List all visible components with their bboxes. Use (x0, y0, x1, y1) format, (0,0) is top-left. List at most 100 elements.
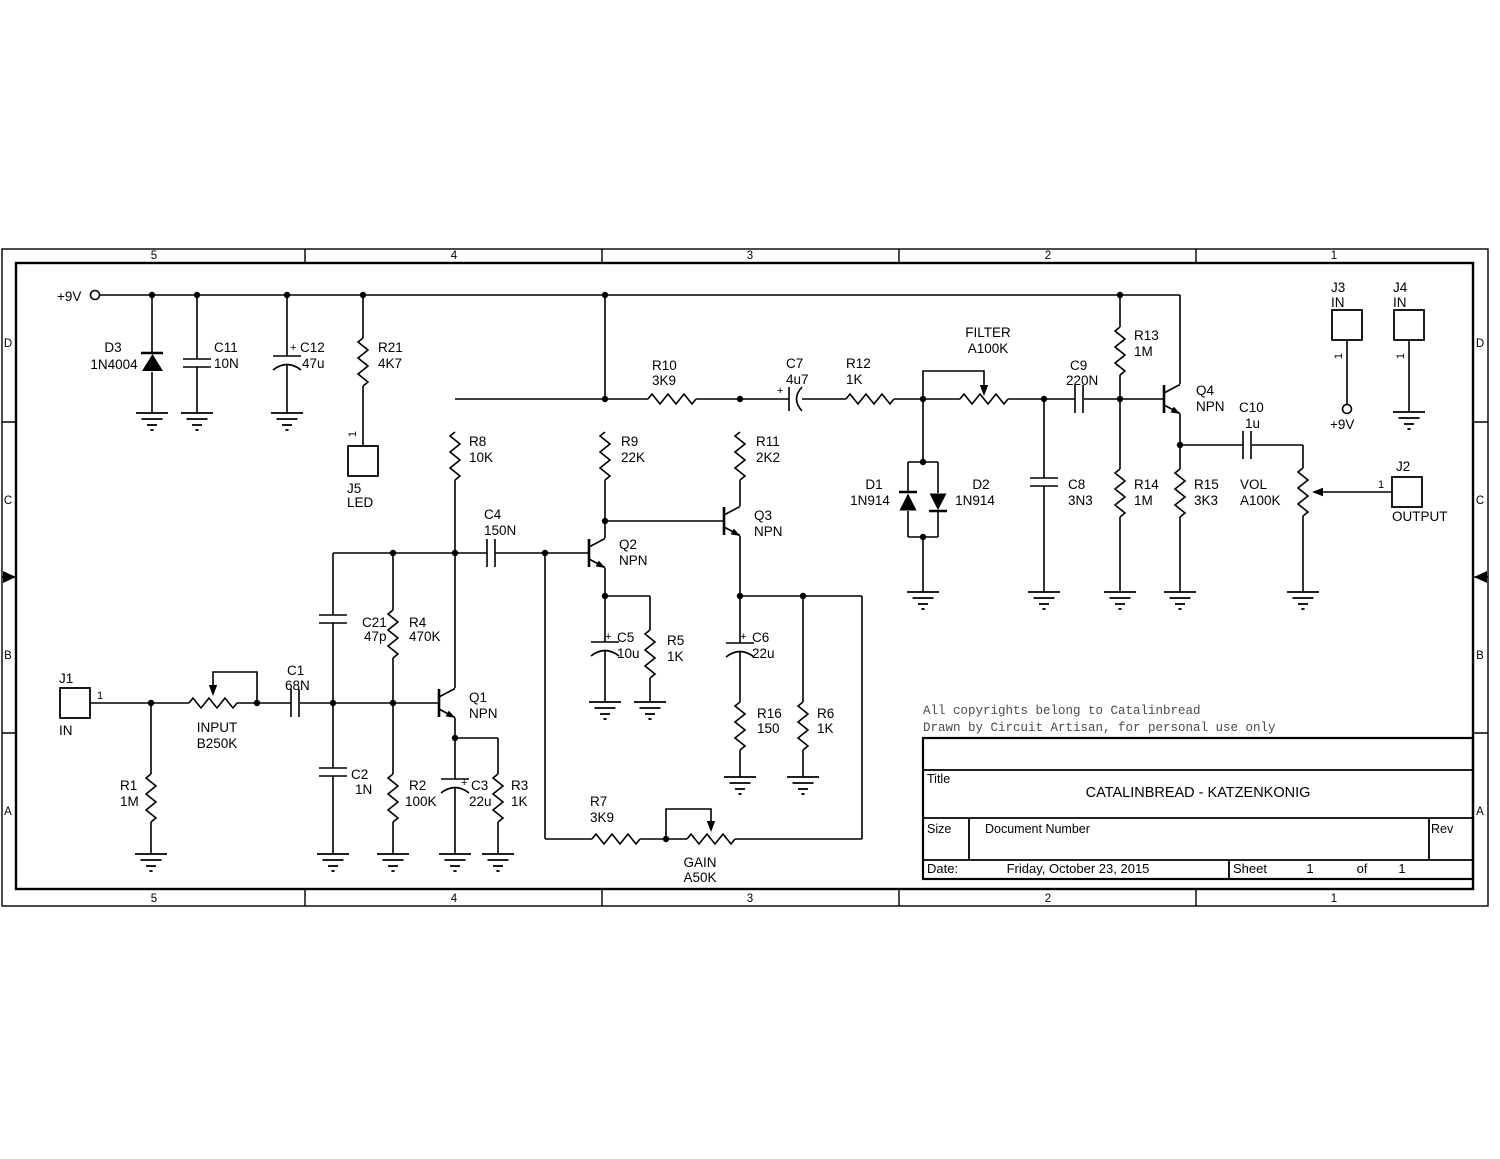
q3-value: NPN (754, 524, 783, 539)
gain-value: A50K (683, 870, 716, 885)
j2-value: OUTPUT (1392, 509, 1448, 524)
r15-ref: R15 (1194, 477, 1219, 492)
capacitor-c4: C4 150N (484, 507, 516, 567)
row-label-right-d: D (1476, 338, 1484, 350)
j2-pin: 1 (1378, 479, 1384, 491)
q1-ref: Q1 (469, 690, 487, 705)
c8-ref: C8 (1068, 477, 1085, 492)
d2-value: 1N914 (955, 493, 995, 508)
transistor-q2: Q2 NPN (587, 537, 648, 570)
capacitor-c1: C1 68N (285, 663, 310, 717)
c1-value: 68N (285, 678, 310, 693)
jack-j2-output: 1 J2 OUTPUT (1378, 459, 1448, 524)
c9-ref: C9 (1070, 358, 1087, 373)
transistor-q3: Q3 NPN (722, 505, 783, 539)
col-label-top-1: 1 (1331, 250, 1337, 262)
r4-ref: R4 (409, 615, 427, 630)
r9-value: 22K (621, 450, 645, 465)
j1-value: IN (59, 723, 73, 738)
r11-value: 2K2 (756, 450, 780, 465)
copyright-notes: All copyrights belong to Catalinbread Dr… (923, 704, 1276, 735)
row-label-right-c: C (1476, 495, 1484, 507)
c3-polarity: + (461, 777, 467, 789)
j4-value: IN (1393, 295, 1407, 310)
j3-9v-terminal-icon (1341, 403, 1353, 415)
c7-ref: C7 (786, 356, 803, 371)
q1-value: NPN (469, 706, 498, 721)
q2-ref: Q2 (619, 537, 637, 552)
resistor-r12: R12 1K (845, 356, 895, 405)
r21-ref: R21 (378, 340, 403, 355)
j3-ref: J3 (1331, 280, 1345, 295)
q4-value: NPN (1196, 399, 1225, 414)
transistor-q1: Q1 NPN (437, 687, 498, 721)
resistor-r9: R9 22K (599, 431, 645, 481)
c12-polarity: + (290, 342, 296, 354)
c11-ref: C11 (214, 340, 238, 355)
c6-polarity: + (740, 631, 746, 643)
filter-ref: FILTER (965, 325, 1011, 340)
r6-ref: R6 (817, 706, 834, 721)
resistor-r11: R11 2K2 (734, 431, 780, 481)
r10-ref: R10 (652, 358, 677, 373)
c21-ref: C21 (362, 615, 387, 630)
r12-ref: R12 (846, 356, 871, 371)
j4-ref: J4 (1393, 280, 1408, 295)
titleblock-title-label: Title (927, 772, 950, 786)
capacitor-c21: C21 47p (319, 614, 387, 644)
capacitor-c12: + C12 47u (272, 340, 325, 371)
c4-ref: C4 (484, 507, 502, 522)
c10-ref: C10 (1239, 400, 1264, 415)
col-label-top-5: 5 (151, 250, 157, 262)
r3-ref: R3 (511, 778, 528, 793)
power-terminal-9v: +9V (57, 289, 101, 304)
row-label-right-b: B (1476, 650, 1484, 662)
diode-d3: D3 1N4004 (90, 340, 163, 372)
junction-dots (147, 291, 1184, 843)
titleblock-sheet-total: 1 (1398, 861, 1405, 876)
resistor-r5: R5 1K (644, 629, 684, 679)
r8-value: 10K (469, 450, 493, 465)
c5-value: 10u (617, 646, 640, 661)
c7-polarity: + (777, 385, 783, 397)
c12-ref: C12 (300, 340, 325, 355)
capacitor-c3: + C3 22u (440, 777, 492, 809)
c6-value: 22u (752, 646, 775, 661)
j3-9v-label: +9V (1330, 417, 1354, 432)
resistor-r14: R14 1M (1114, 468, 1159, 518)
jack-j5-led: 1 J5 LED (347, 431, 379, 510)
j5-pin: 1 (347, 431, 359, 437)
drawing-frame: 5 4 3 2 1 5 4 3 2 1 D C B A D C B A (1, 248, 1489, 907)
potentiometer-input: INPUT B250K (188, 671, 258, 751)
r10-value: 3K9 (652, 373, 676, 388)
resistor-r1: R1 1M (120, 773, 157, 823)
c11-value: 10N (214, 356, 239, 371)
j4-pin: 1 (1395, 353, 1407, 359)
wires (90, 294, 1410, 854)
d2-ref: D2 (972, 477, 989, 492)
col-label-bot-2: 2 (1045, 893, 1051, 905)
title-block: Title CATALINBREAD - KATZENKONIG Size Do… (921, 736, 1475, 881)
j3-pin: 1 (1333, 353, 1345, 359)
resistor-r8: R8 10K (449, 431, 493, 481)
r16-ref: R16 (757, 706, 782, 721)
c8-value: 3N3 (1068, 493, 1093, 508)
r7-ref: R7 (590, 794, 607, 809)
titleblock-title: CATALINBREAD - KATZENKONIG (1086, 785, 1311, 801)
c12-value: 47u (302, 356, 325, 371)
j1-ref: J1 (59, 671, 73, 686)
r3-value: 1K (511, 794, 528, 809)
c4-value: 150N (484, 523, 516, 538)
rail-9v-label: +9V (57, 289, 81, 304)
resistor-r3: R3 1K (492, 773, 528, 823)
c6-ref: C6 (752, 630, 769, 645)
r14-ref: R14 (1134, 477, 1159, 492)
c5-ref: C5 (617, 630, 634, 645)
input-value: B250K (197, 736, 238, 751)
d3-ref: D3 (104, 340, 121, 355)
vol-value: A100K (1240, 493, 1281, 508)
row-label-left-c: C (4, 495, 12, 507)
rail-9v-terminal-icon (89, 289, 101, 301)
filter-value: A100K (968, 341, 1009, 356)
